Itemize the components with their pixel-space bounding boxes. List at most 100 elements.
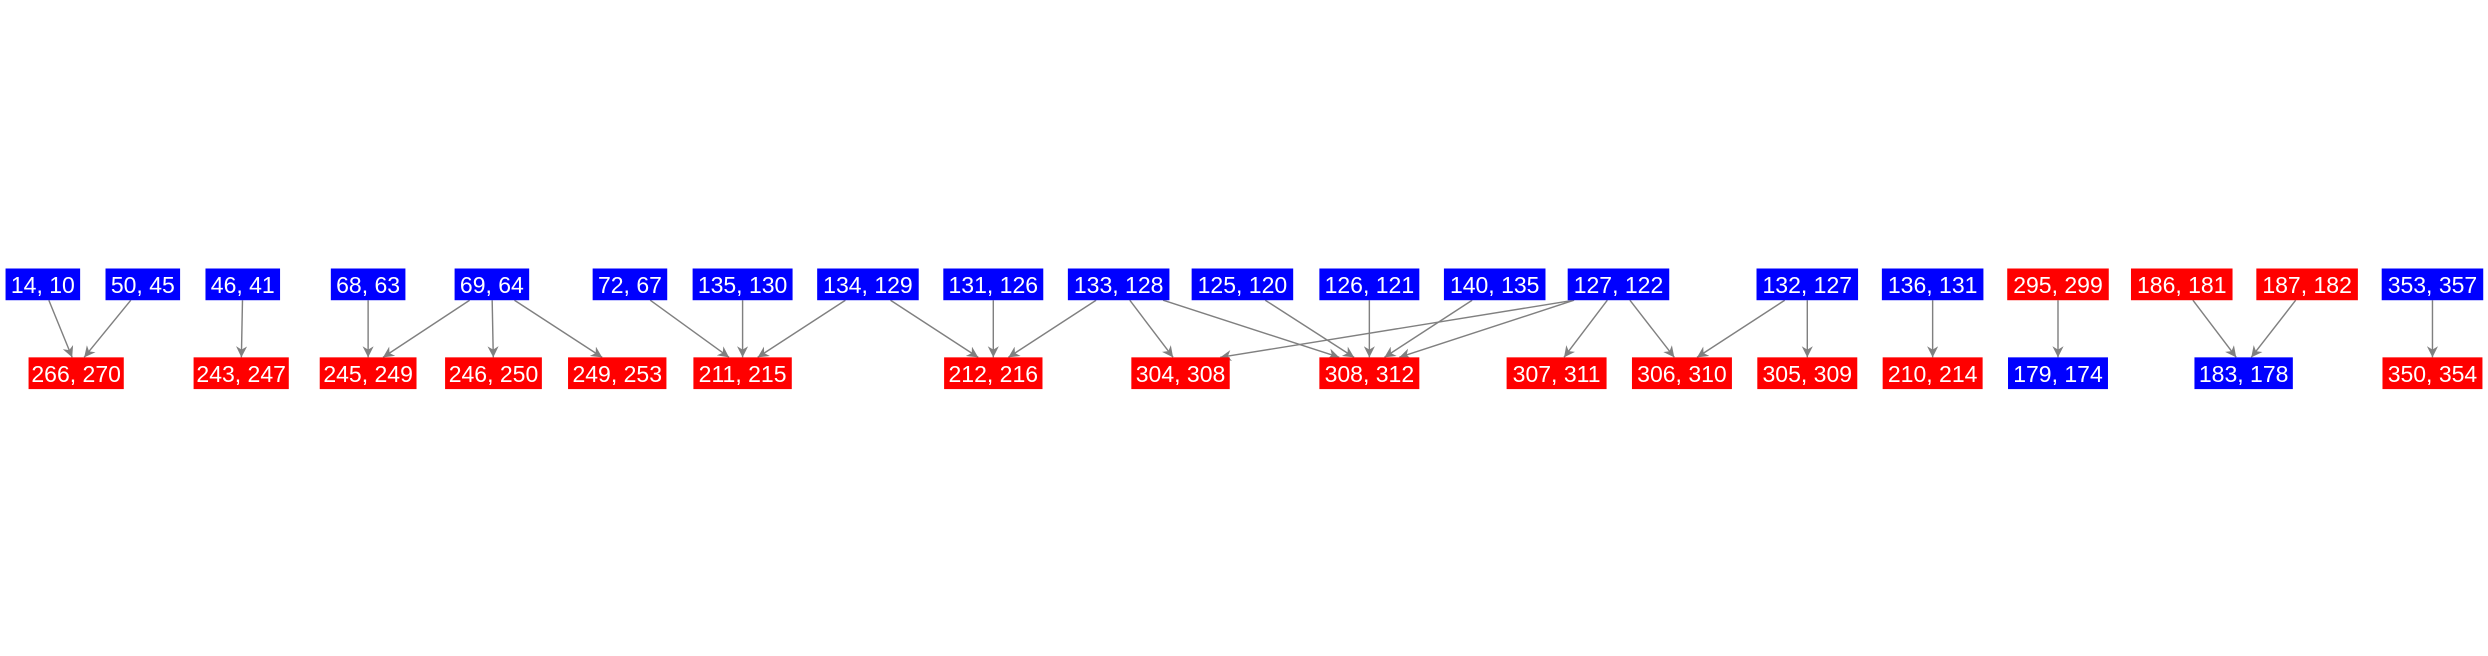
graph-node[interactable]: 304, 308: [1131, 357, 1230, 390]
node-label: 183, 178: [2199, 361, 2289, 387]
graph-node[interactable]: 307, 311: [1506, 357, 1607, 390]
edge-arrow: [2192, 299, 2237, 358]
node-label: 127, 122: [1574, 272, 1664, 298]
node-box: [28, 357, 124, 390]
node-box: [592, 268, 668, 301]
graph-node[interactable]: 140, 135: [1443, 268, 1546, 301]
graph-node[interactable]: 179, 174: [2008, 357, 2108, 390]
node-label: 304, 308: [1136, 361, 1226, 387]
edge-arrow: [1129, 299, 1174, 358]
node-label: 308, 312: [1325, 361, 1415, 387]
edges-layer: [48, 299, 2439, 362]
edge-arrow: [487, 300, 499, 358]
node-box: [2130, 268, 2233, 301]
graph-node[interactable]: 350, 354: [2382, 357, 2483, 390]
node-box: [1191, 268, 1294, 301]
node-box: [692, 268, 793, 301]
node-label: 72, 67: [598, 272, 662, 298]
graph-node[interactable]: 46, 41: [205, 268, 281, 301]
graph-node[interactable]: 126, 121: [1319, 268, 1420, 301]
node-box: [2008, 357, 2108, 390]
graph-node[interactable]: 69, 64: [454, 268, 530, 301]
node-label: 246, 250: [449, 361, 539, 387]
node-box: [1631, 357, 1732, 390]
node-box: [1756, 268, 1859, 301]
node-box: [1882, 357, 1983, 390]
node-label: 266, 270: [31, 361, 121, 387]
graph-node[interactable]: 125, 120: [1191, 268, 1294, 301]
graph-node[interactable]: 136, 131: [1881, 268, 1984, 301]
node-box: [2381, 268, 2484, 301]
node-box: [445, 357, 542, 390]
graph-node[interactable]: 187, 182: [2256, 268, 2358, 301]
node-label: 243, 247: [196, 361, 286, 387]
graph-node[interactable]: 132, 127: [1756, 268, 1859, 301]
node-label: 307, 311: [1513, 361, 1601, 387]
edge-arrow: [890, 299, 979, 358]
edge-arrow: [1629, 299, 1675, 358]
node-box: [693, 357, 792, 390]
edge-arrow: [1220, 299, 1575, 362]
graph-node[interactable]: 308, 312: [1319, 357, 1420, 390]
graph-node[interactable]: 243, 247: [193, 357, 289, 390]
graph-node[interactable]: 14, 10: [5, 268, 81, 301]
edge-arrow: [2250, 299, 2297, 358]
node-box: [2382, 357, 2483, 390]
node-box: [944, 357, 1043, 390]
graph-node[interactable]: 306, 310: [1631, 357, 1732, 390]
edge-arrow: [1696, 299, 1786, 358]
graph-node[interactable]: 211, 215: [693, 357, 792, 390]
graph-node[interactable]: 135, 130: [692, 268, 793, 301]
graph-node[interactable]: 72, 67: [592, 268, 668, 301]
node-box: [1881, 268, 1984, 301]
graph-node[interactable]: 68, 63: [330, 268, 406, 301]
graph-node[interactable]: 305, 309: [1757, 357, 1858, 390]
node-label: 179, 174: [2013, 361, 2103, 387]
graph-node[interactable]: 134, 129: [817, 268, 919, 301]
node-label: 14, 10: [11, 272, 75, 298]
node-box: [330, 268, 406, 301]
node-box: [1319, 268, 1420, 301]
node-box: [1443, 268, 1546, 301]
graph-node[interactable]: 133, 128: [1067, 268, 1170, 301]
graph-node[interactable]: 245, 249: [319, 357, 417, 390]
edge-arrow: [1264, 299, 1355, 358]
node-box: [1131, 357, 1230, 390]
node-box: [2007, 268, 2109, 301]
node-box: [1067, 268, 1170, 301]
graph-node[interactable]: 183, 178: [2194, 357, 2293, 390]
node-label: 131, 126: [949, 272, 1039, 298]
node-box: [454, 268, 530, 301]
node-box: [1757, 357, 1858, 390]
node-label: 211, 215: [699, 361, 787, 387]
node-label: 186, 181: [2137, 272, 2227, 298]
graph-node[interactable]: 353, 357: [2381, 268, 2484, 301]
node-box: [205, 268, 281, 301]
nodes-layer: 14, 10 50, 45 46, 41 68, 63 69, 64 72, 67 135,…: [5, 268, 2484, 390]
graph-node[interactable]: 246, 250: [445, 357, 542, 390]
node-box: [1506, 357, 1607, 390]
graph-node[interactable]: 186, 181: [2130, 268, 2233, 301]
graph-node[interactable]: 131, 126: [943, 268, 1044, 301]
node-box: [5, 268, 81, 301]
node-label: 68, 63: [336, 272, 400, 298]
node-label: 46, 41: [211, 272, 275, 298]
node-label: 50, 45: [111, 272, 175, 298]
node-label: 125, 120: [1198, 272, 1288, 298]
graph-node[interactable]: 210, 214: [1882, 357, 1983, 390]
node-label: 133, 128: [1074, 272, 1164, 298]
node-label: 295, 299: [2013, 272, 2103, 298]
edge-arrow: [236, 300, 248, 358]
node-label: 136, 131: [1888, 272, 1978, 298]
graph-node[interactable]: 50, 45: [105, 268, 181, 301]
graph-node[interactable]: 249, 253: [568, 357, 667, 390]
graph-node[interactable]: 266, 270: [28, 357, 124, 390]
graph-node[interactable]: 295, 299: [2007, 268, 2109, 301]
edge-arrow: [1384, 299, 1473, 358]
graph-node[interactable]: 127, 122: [1567, 268, 1670, 301]
graph-node[interactable]: 212, 216: [944, 357, 1043, 390]
node-label: 249, 253: [572, 361, 662, 387]
node-box: [2256, 268, 2358, 301]
node-label: 134, 129: [823, 272, 913, 298]
